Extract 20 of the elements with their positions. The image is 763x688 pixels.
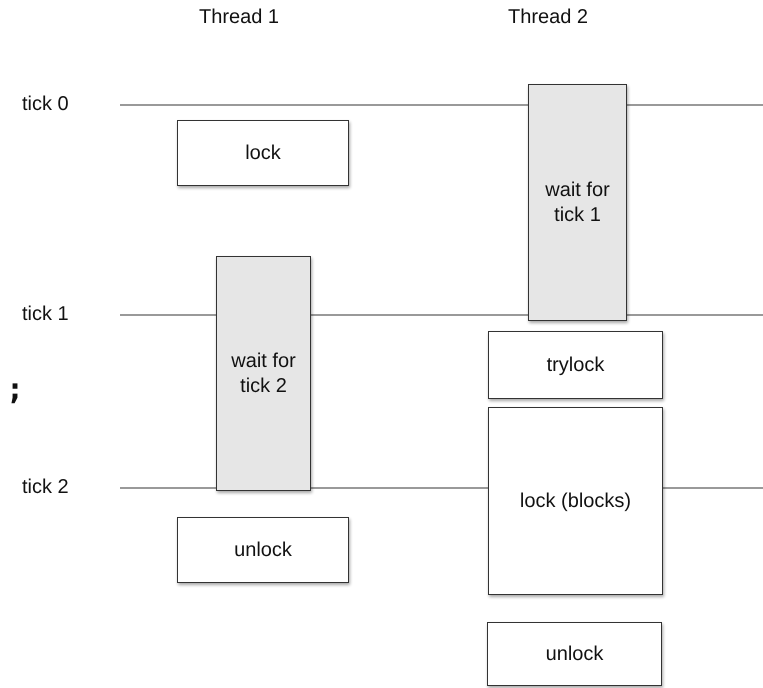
box-text: unlock xyxy=(234,538,292,562)
box-text: trylock xyxy=(546,352,604,378)
operation-box xyxy=(488,407,663,595)
stray-mark: ; xyxy=(6,372,24,407)
tick-label: tick 0 xyxy=(22,93,69,116)
box-text: unlock xyxy=(546,642,604,666)
wait-box xyxy=(528,84,627,321)
tick-label: tick 1 xyxy=(22,303,69,326)
tick-label: tick 2 xyxy=(22,476,69,499)
box-text: wait for tick 2 xyxy=(230,348,297,398)
box-text: lock (blocks) xyxy=(520,488,632,514)
operation-box xyxy=(488,331,663,399)
column-heading: Thread 1 xyxy=(199,6,280,29)
operation-box xyxy=(177,517,349,583)
wait-box xyxy=(216,256,311,491)
operation-box xyxy=(177,120,349,186)
box-text: wait for tick 1 xyxy=(544,178,611,228)
column-heading: Thread 2 xyxy=(508,6,588,29)
box-text: lock xyxy=(245,140,281,166)
operation-box xyxy=(487,622,662,686)
